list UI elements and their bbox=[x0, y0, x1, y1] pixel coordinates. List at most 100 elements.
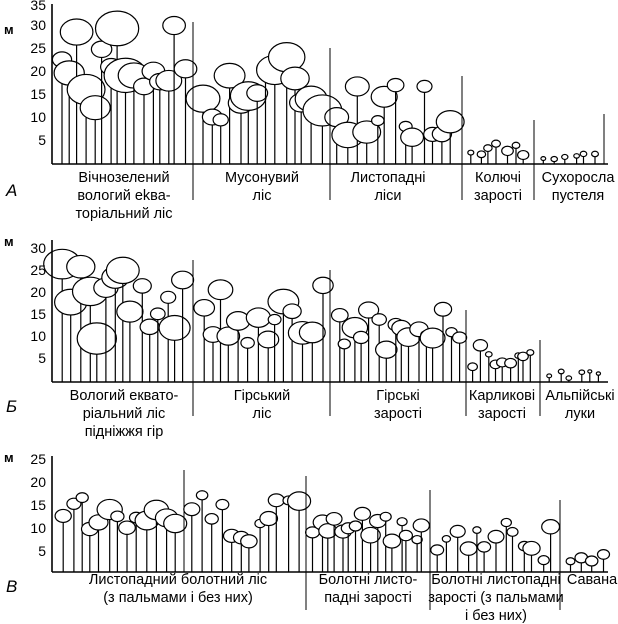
b-mountain-thicket-tree-13-crown bbox=[433, 301, 453, 317]
b-mountain-forest-tree-7-crown bbox=[257, 330, 280, 349]
a-thorny-tree-2-crown bbox=[483, 144, 493, 153]
c-swamp-palms-tree-10-crown bbox=[522, 540, 541, 556]
b-tick-10: 10 bbox=[30, 328, 46, 344]
b-mountain-forest-tree-3-crown bbox=[216, 326, 241, 346]
c-zone-swamp-forest-line1: Листопадний болотний ліс bbox=[89, 572, 267, 588]
c-swamp-palms-tree-2-crown bbox=[449, 524, 466, 539]
a-thorny-tree-6-crown bbox=[517, 149, 530, 161]
b-alpine-tree-1-crown bbox=[557, 368, 565, 375]
c-swamp-forest-2-tree-9-crown bbox=[267, 493, 285, 508]
a-tick-20: 20 bbox=[30, 63, 46, 79]
a-deciduous-tree-9-crown bbox=[416, 79, 433, 94]
b-zone-foothill-line1: Вологий еквато- bbox=[70, 388, 179, 404]
b-foothill-tree-10-crown bbox=[139, 318, 160, 336]
b-dwarf-tree-2-crown bbox=[484, 351, 493, 358]
panel-b: м 5 10 15 20 25 30 Б Вологий еквато- ріа… bbox=[4, 234, 615, 440]
b-alpine-tree-3-crown bbox=[578, 369, 586, 376]
c-swamp-thicket-tree-8-crown bbox=[360, 526, 381, 544]
a-zone-evergreen-line1: Вічнозелений bbox=[78, 170, 169, 186]
b-tick-15: 15 bbox=[30, 306, 46, 322]
panel-a-label: А bbox=[5, 181, 17, 200]
b-tick-30: 30 bbox=[30, 240, 46, 256]
c-swamp-forest-2-tree-6-crown bbox=[240, 534, 258, 549]
a-desert-tree-3-crown bbox=[573, 153, 580, 159]
c-swamp-forest-2-tree-2-crown bbox=[204, 512, 219, 525]
a-evergreen-tree-7-crown bbox=[94, 10, 140, 47]
c-swamp-palms-tree-6-crown bbox=[487, 529, 505, 544]
c-tick-20: 20 bbox=[30, 474, 46, 490]
b-alpine-tree-2-crown bbox=[565, 375, 573, 381]
b-zone-mountain-forest-line1: Гірський bbox=[234, 388, 291, 404]
b-alpine-tree-0-crown bbox=[546, 373, 553, 379]
a-thorny-tree-3-crown bbox=[491, 139, 502, 148]
c-swamp-palms-tree-11-crown bbox=[537, 555, 550, 566]
a-monsoon-tree-3-crown bbox=[213, 62, 246, 89]
a-deciduous-tree-5-crown bbox=[370, 85, 398, 108]
a-monsoon-tree-0-crown bbox=[185, 84, 221, 113]
c-savanna-tree-3-crown bbox=[596, 549, 611, 560]
panel-c-label: В bbox=[6, 577, 17, 596]
a-evergreen-tree-2-crown bbox=[59, 18, 94, 46]
a-evergreen-tree-13-crown bbox=[155, 69, 183, 92]
c-swamp-forest-tree-2-crown bbox=[75, 492, 89, 504]
a-zone-thorny-line1: Колючі bbox=[475, 170, 521, 186]
c-swamp-palms-tree-0-crown bbox=[430, 544, 445, 556]
c-tick-15: 15 bbox=[30, 497, 46, 513]
c-swamp-thicket-tree-7-crown bbox=[353, 506, 372, 521]
b-zone-dwarf-line2: зарості bbox=[478, 406, 526, 422]
c-tick-5: 5 bbox=[38, 543, 46, 559]
c-zone-swamp-thicket-line2: падні зарості bbox=[324, 590, 412, 606]
b-zone-foothill-line2: ріальний ліс bbox=[83, 406, 166, 422]
a-tick-25: 25 bbox=[30, 40, 46, 56]
a-deciduous-tree-6-crown bbox=[386, 77, 405, 93]
b-alpine-tree-5-crown bbox=[595, 371, 602, 376]
a-monsoon-tree-2-crown bbox=[212, 113, 229, 127]
b-dwarf-tree-8-crown bbox=[526, 349, 535, 356]
c-swamp-forest-2-tree-8-crown bbox=[259, 510, 279, 527]
b-mountain-forest-tree-0-crown bbox=[193, 298, 216, 317]
a-tick-5: 5 bbox=[38, 132, 46, 148]
b-foothill-tree-8-crown bbox=[116, 300, 144, 323]
b-mountain-forest-tree-5-crown bbox=[240, 336, 255, 349]
c-swamp-thicket-tree-10-crown bbox=[379, 511, 392, 522]
c-swamp-forest-2-tree-1-crown bbox=[195, 490, 209, 501]
a-zone-monsoon-line1: Мусонувий bbox=[225, 170, 299, 186]
a-evergreen-tree-14-crown bbox=[162, 15, 187, 36]
c-swamp-thicket-tree-11-crown bbox=[382, 533, 402, 549]
c-swamp-palms-tree-4-crown bbox=[472, 526, 482, 534]
c-swamp-thicket-tree-15-crown bbox=[412, 518, 430, 533]
c-swamp-palms-tree-12-crown bbox=[541, 519, 561, 535]
c-swamp-forest-2-tree-3-crown bbox=[215, 498, 230, 511]
b-mountain-thicket-tree-12-crown bbox=[419, 327, 446, 349]
a-desert-tree-1-crown bbox=[550, 155, 559, 163]
b-foothill-tree-12-crown bbox=[160, 290, 177, 304]
c-swamp-thicket-tree-12-crown bbox=[396, 517, 408, 527]
a-evergreen-tree-4-crown bbox=[79, 95, 111, 121]
b-mountain-thicket-tree-15-crown bbox=[452, 331, 468, 344]
a-tick-30: 30 bbox=[30, 17, 46, 33]
b-zone-mountain-thicket-line2: зарості bbox=[374, 406, 422, 422]
a-deciduous-tree-3-crown bbox=[352, 120, 382, 144]
c-zone-swamp-thicket-line1: Болотні листо- bbox=[319, 572, 418, 588]
a-zone-desert-line2: пустеля bbox=[552, 188, 605, 204]
c-zone-savanna-line1: Савана bbox=[567, 572, 618, 588]
b-zone-mountain-thicket-line1: Гірські bbox=[376, 388, 420, 404]
b-zone-dwarf-line1: Карликові bbox=[469, 388, 535, 404]
c-savanna-tree-2-crown bbox=[584, 555, 599, 567]
a-thorny-tree-4-crown bbox=[501, 145, 514, 157]
panel-c: м 5 10 15 20 25 В Листопадний болотний л… bbox=[4, 450, 618, 624]
c-swamp-palms-tree-5-crown bbox=[477, 541, 492, 553]
a-monsoon-tree-10-crown bbox=[280, 66, 310, 91]
b-tick-25: 25 bbox=[30, 262, 46, 278]
c-tick-25: 25 bbox=[30, 451, 46, 467]
a-desert-tree-5-crown bbox=[590, 150, 599, 158]
a-deciduous-tree-4-crown bbox=[370, 115, 385, 127]
c-zone-swamp-forest-line2: (з пальмами і без них) bbox=[103, 590, 253, 606]
c-swamp-forest-tree-12-crown bbox=[163, 513, 188, 534]
a-desert-tree-4-crown bbox=[579, 150, 588, 158]
b-foothill-tree-14-crown bbox=[171, 270, 195, 290]
b-dwarf-tree-0-crown bbox=[467, 362, 479, 372]
c-swamp-palms-tree-3-crown bbox=[459, 541, 478, 556]
a-monsoon-tree-6-crown bbox=[246, 84, 269, 102]
